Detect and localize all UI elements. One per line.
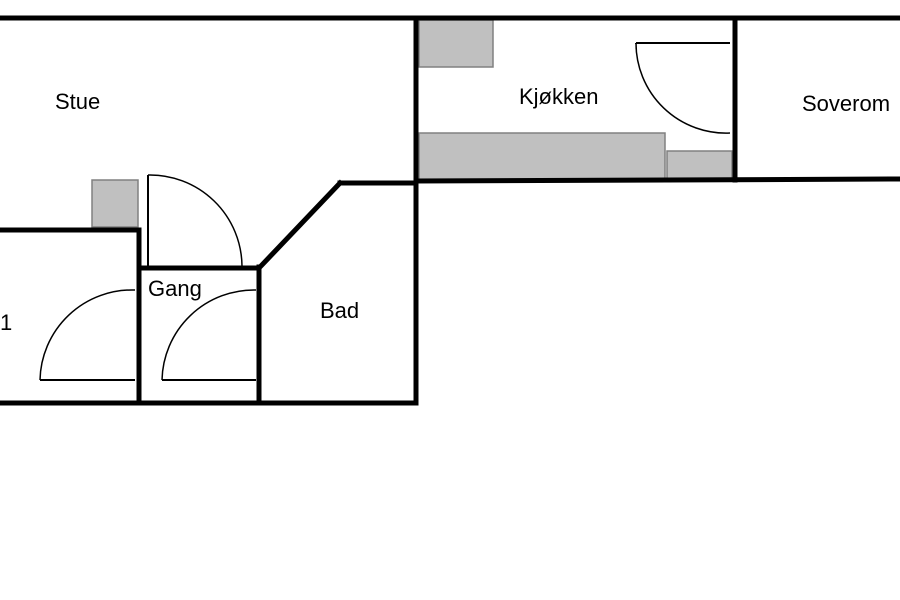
doors xyxy=(39,42,731,381)
room-label-gang: Gang xyxy=(148,276,202,301)
room-label-stue: Stue xyxy=(55,89,100,114)
stue-cabinet xyxy=(91,179,139,228)
door-kitchen-arc xyxy=(635,42,731,134)
kitchen-cabinet-top-left xyxy=(418,19,494,68)
door-kitchen xyxy=(635,42,731,134)
door-gang xyxy=(161,289,257,381)
kitchen-appliance xyxy=(666,150,733,181)
room-label-soverom: Soverom xyxy=(802,91,890,116)
room-label-room1-fragment: 1 xyxy=(0,310,12,335)
door-stue-arc xyxy=(147,174,243,267)
wall-bad-slant xyxy=(256,179,344,271)
room-label-kjokken: Kjøkken xyxy=(519,84,598,109)
room-label-bad: Bad xyxy=(320,298,359,323)
door-stue xyxy=(147,174,243,267)
door-room1 xyxy=(39,289,136,381)
kitchen-counter xyxy=(418,132,666,181)
fixtures xyxy=(91,19,733,228)
walls xyxy=(0,15,900,406)
door-gang-arc xyxy=(161,289,257,381)
wall-kitchen-bottom xyxy=(413,176,900,184)
room-labels: Stue Kjøkken Soverom Gang Bad 1 xyxy=(0,84,890,335)
door-room1-arc xyxy=(39,289,136,381)
